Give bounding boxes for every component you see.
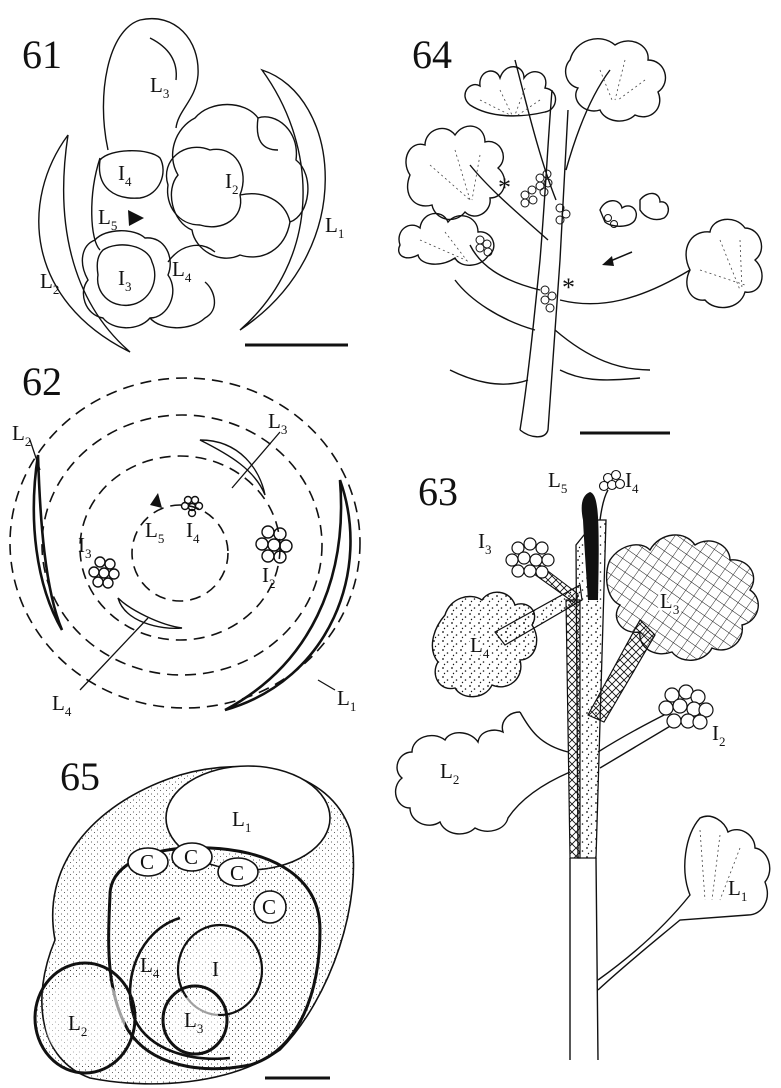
label-i2: I bbox=[262, 563, 269, 587]
svg-text:L4: L4 bbox=[52, 691, 72, 719]
label-l2: L bbox=[68, 1011, 81, 1035]
leaf-l1-crescent bbox=[225, 480, 350, 710]
svg-text:I3: I3 bbox=[118, 266, 132, 294]
figure-number-61: 61 bbox=[22, 32, 62, 77]
asterisk-upper: * bbox=[498, 173, 511, 202]
asterisk-lower: * bbox=[562, 273, 575, 302]
label-i3: I bbox=[118, 266, 125, 290]
figure-number-62: 62 bbox=[22, 359, 62, 404]
leaf-right-lower bbox=[686, 219, 762, 307]
figure-61: 61 L3 I4 I2 L5 L1 L2 bbox=[22, 19, 348, 352]
leaf-l1-crescent bbox=[240, 70, 325, 330]
svg-text:L1: L1 bbox=[325, 213, 344, 241]
svg-text:I2: I2 bbox=[712, 721, 726, 749]
svg-text:I3: I3 bbox=[478, 529, 492, 557]
figure-65: 65 L1 C C C C I L4 L3 L2 bbox=[35, 754, 354, 1084]
arrow-pointer bbox=[602, 252, 632, 266]
label-l3: L bbox=[660, 589, 673, 613]
svg-text:L4: L4 bbox=[172, 257, 192, 285]
label-l5: L bbox=[98, 205, 111, 229]
main-stem bbox=[520, 90, 568, 430]
leaf-left-middle bbox=[406, 126, 505, 219]
figure-number-63: 63 bbox=[418, 469, 458, 514]
figure-64: 64 bbox=[399, 32, 762, 437]
leaf-top-left bbox=[465, 67, 556, 116]
svg-text:L1: L1 bbox=[337, 686, 356, 714]
svg-text:L5: L5 bbox=[145, 518, 164, 546]
label-l1: L bbox=[337, 686, 350, 710]
inflorescence-i2 bbox=[256, 526, 292, 563]
inflorescence-i3 bbox=[89, 557, 119, 588]
l5-arrowhead bbox=[150, 493, 162, 508]
figure-62: 62 L3 L2 L bbox=[10, 359, 360, 719]
svg-text:L1: L1 bbox=[728, 876, 747, 904]
stem-hatched-band bbox=[566, 600, 580, 858]
label-l1: L bbox=[325, 213, 338, 237]
leaf-l4-stippled bbox=[432, 592, 536, 696]
l5-arrowhead bbox=[128, 210, 144, 226]
svg-text:I4: I4 bbox=[625, 468, 639, 496]
label-l3: L bbox=[268, 409, 281, 433]
label-l5: L bbox=[145, 518, 158, 542]
label-c-1: C bbox=[140, 850, 154, 874]
lower-stem bbox=[570, 858, 598, 1060]
figure-63: 63 bbox=[396, 468, 770, 1060]
label-l2: L bbox=[40, 269, 53, 293]
svg-text:I3: I3 bbox=[78, 533, 92, 561]
leaf-l2-crescent bbox=[39, 135, 130, 352]
label-c-3: C bbox=[230, 861, 244, 885]
figure-number-65: 65 bbox=[60, 754, 100, 799]
figure-number-64: 64 bbox=[412, 32, 452, 77]
label-i2: I bbox=[712, 721, 719, 745]
svg-text:L3: L3 bbox=[150, 73, 169, 101]
label-l1: L bbox=[232, 807, 245, 831]
label-l4: L bbox=[52, 691, 65, 715]
label-l4: L bbox=[172, 257, 185, 281]
svg-text:I4: I4 bbox=[186, 518, 200, 546]
label-i2: I bbox=[225, 169, 232, 193]
label-l4: L bbox=[140, 953, 153, 977]
label-i4: I bbox=[118, 161, 125, 185]
label-i4: I bbox=[186, 518, 193, 542]
svg-text:L5: L5 bbox=[98, 205, 117, 233]
svg-text:L2: L2 bbox=[440, 759, 459, 787]
label-l3: L bbox=[184, 1008, 197, 1032]
label-i3: I bbox=[478, 529, 485, 553]
svg-text:I2: I2 bbox=[262, 563, 276, 591]
inflorescence-i2 bbox=[659, 685, 713, 729]
leaf-top-right bbox=[566, 39, 666, 121]
label-i: I bbox=[212, 957, 219, 981]
leaf-l2-outline bbox=[396, 712, 570, 834]
inflorescence-i4 bbox=[600, 471, 625, 491]
label-l5: L bbox=[548, 468, 561, 492]
label-l3: L bbox=[150, 73, 163, 97]
svg-text:L5: L5 bbox=[548, 468, 567, 496]
svg-text:L3: L3 bbox=[268, 409, 287, 437]
leaf-l4-crescent bbox=[118, 598, 182, 628]
label-c-4: C bbox=[262, 895, 276, 919]
leaf-left-lower bbox=[399, 213, 494, 265]
label-l2: L bbox=[12, 421, 25, 445]
label-i3: I bbox=[78, 533, 85, 557]
svg-text:L2: L2 bbox=[12, 421, 31, 449]
svg-text:L2: L2 bbox=[40, 269, 59, 297]
inflorescence-i3 bbox=[506, 538, 554, 578]
label-i4: I bbox=[625, 468, 632, 492]
svg-text:I2: I2 bbox=[225, 169, 239, 197]
label-l1: L bbox=[728, 876, 741, 900]
label-l4: L bbox=[470, 633, 483, 657]
label-c-2: C bbox=[184, 845, 198, 869]
label-l2: L bbox=[440, 759, 453, 783]
svg-text:I4: I4 bbox=[118, 161, 132, 189]
